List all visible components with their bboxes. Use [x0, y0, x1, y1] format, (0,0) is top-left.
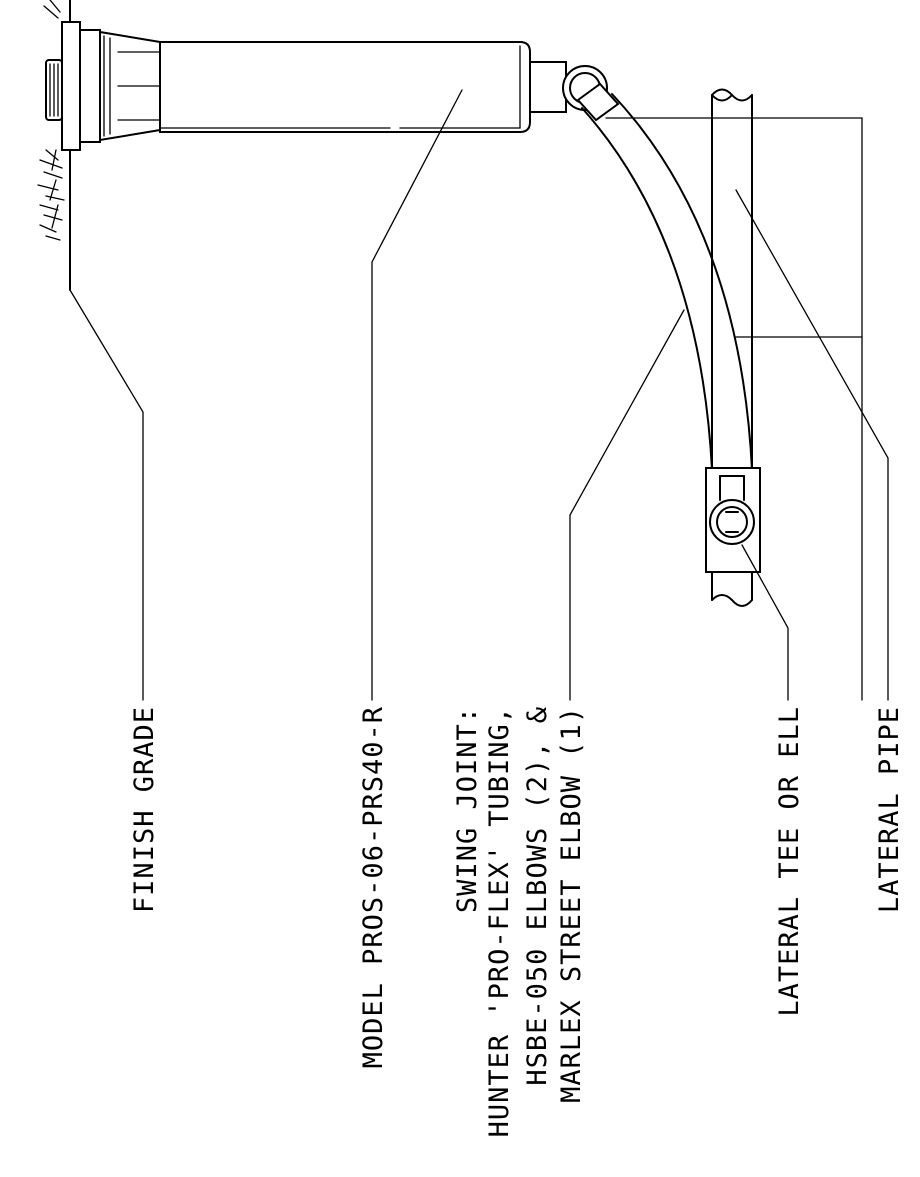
- label-finish-grade: FINISH GRADE: [129, 706, 160, 913]
- leader-model: [371, 89, 463, 701]
- label-swing-joint-4: MARLEX STREET ELBOW (1): [556, 706, 587, 1103]
- label-model: MODEL PROS-06-PRS40-R: [358, 706, 389, 1068]
- leader-pipe-bracket: [605, 117, 863, 701]
- label-swing-joint-1: SWING JOINT:: [452, 706, 483, 913]
- sprinkler-body: [159, 41, 531, 133]
- leader-lateral-pipe: [735, 189, 889, 701]
- swing-joint-tubing: [576, 82, 753, 471]
- leader-finish-grade: [69, 289, 144, 701]
- sprinkler-head: [45, 21, 161, 151]
- leader-swing-joint: [569, 309, 685, 701]
- label-swing-joint-2: HUNTER 'PRO-FLEX' TUBING,: [484, 706, 515, 1137]
- label-swing-joint-3: HSBE-050 ELBOWS (2), &: [522, 706, 553, 1086]
- label-lateral-pipe: LATERAL PIPE: [874, 706, 905, 913]
- label-lateral-tee: LATERAL TEE OR ELL: [774, 706, 805, 1017]
- lateral-tee: [705, 467, 761, 573]
- grass-marks: [37, 0, 65, 241]
- leader-lateral-tee: [741, 544, 789, 701]
- leader-lines: [69, 89, 889, 701]
